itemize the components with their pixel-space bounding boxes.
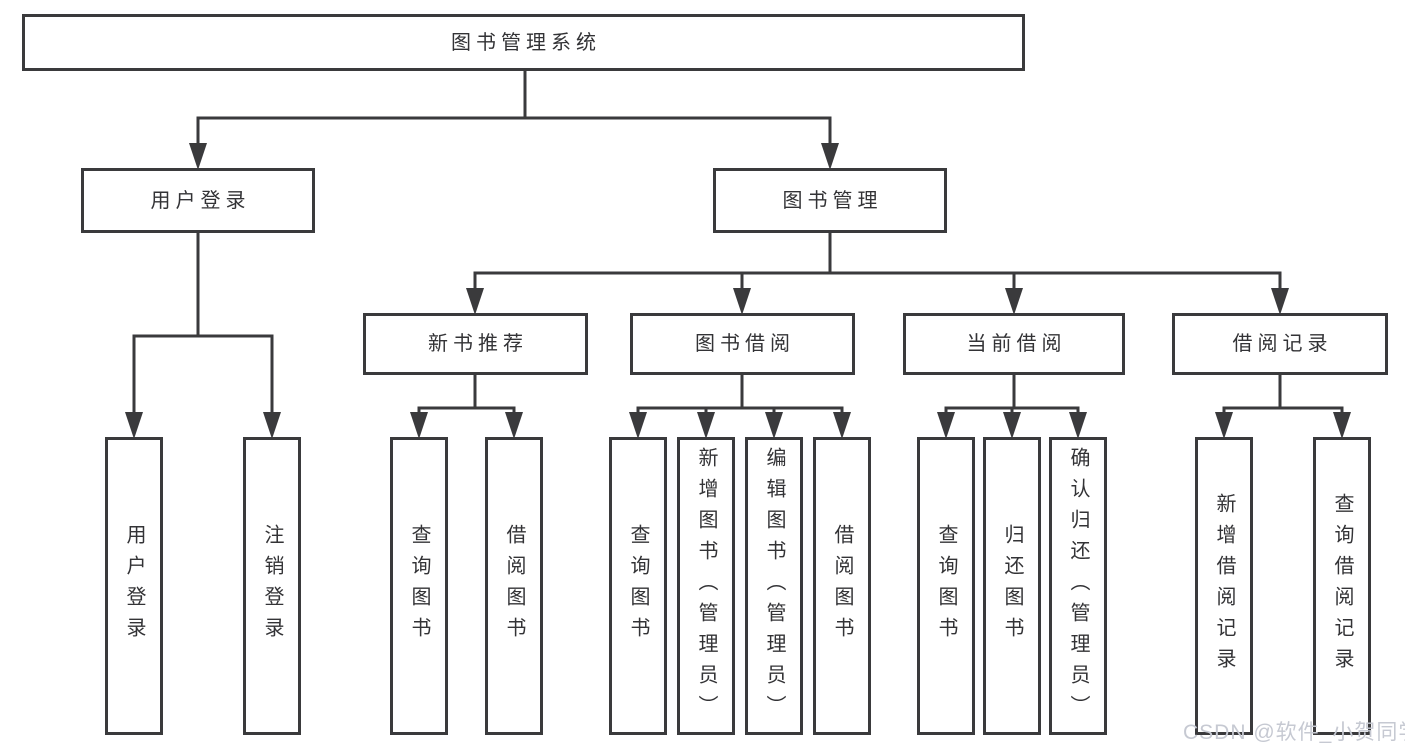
leaf-borrow-books-2: 借阅图书	[813, 437, 871, 735]
arrowhead-icon	[263, 412, 281, 439]
leaf-logout: 注销登录	[243, 437, 301, 735]
watermark: CSDN @软件_小贺同学	[1183, 721, 1405, 744]
leaf-confirm-return-admin: 确认归还（管理员）	[1049, 437, 1107, 735]
arrowhead-icon	[1215, 412, 1233, 439]
leaf-query-borrow-record: 查询借阅记录	[1313, 437, 1371, 735]
node-new-book-recommend: 新书推荐	[363, 313, 588, 375]
arrowhead-icon	[1005, 288, 1023, 315]
leaf-query-books-1: 查询图书	[390, 437, 448, 735]
arrowhead-icon	[629, 412, 647, 439]
node-user-login-branch: 用户登录	[81, 168, 315, 233]
arrowhead-icon	[466, 288, 484, 315]
arrowhead-icon	[1271, 288, 1289, 315]
leaf-add-borrow-record: 新增借阅记录	[1195, 437, 1253, 735]
leaf-edit-books-admin: 编辑图书（管理员）	[745, 437, 803, 735]
leaf-return-books: 归还图书	[983, 437, 1041, 735]
arrowhead-icon	[1333, 412, 1351, 439]
node-borrowing-records: 借阅记录	[1172, 313, 1388, 375]
leaf-borrow-books-1: 借阅图书	[485, 437, 543, 735]
arrowhead-icon	[189, 143, 207, 170]
leaf-add-books-admin: 新增图书（管理员）	[677, 437, 735, 735]
node-current-borrowing: 当前借阅	[903, 313, 1125, 375]
leaf-query-books-2: 查询图书	[609, 437, 667, 735]
arrowhead-icon	[697, 412, 715, 439]
arrowhead-icon	[505, 412, 523, 439]
arrowhead-icon	[410, 412, 428, 439]
arrowhead-icon	[833, 412, 851, 439]
arrowhead-icon	[1003, 412, 1021, 439]
leaf-query-books-3: 查询图书	[917, 437, 975, 735]
arrowhead-icon	[821, 143, 839, 170]
node-book-management-branch: 图书管理	[713, 168, 947, 233]
node-library-management-system: 图书管理系统	[22, 14, 1025, 71]
arrowhead-icon	[937, 412, 955, 439]
arrowhead-icon	[765, 412, 783, 439]
arrowhead-icon	[1069, 412, 1087, 439]
arrowhead-icon	[733, 288, 751, 315]
arrowhead-icon	[125, 412, 143, 439]
leaf-user-login: 用户登录	[105, 437, 163, 735]
node-book-borrowing: 图书借阅	[630, 313, 855, 375]
